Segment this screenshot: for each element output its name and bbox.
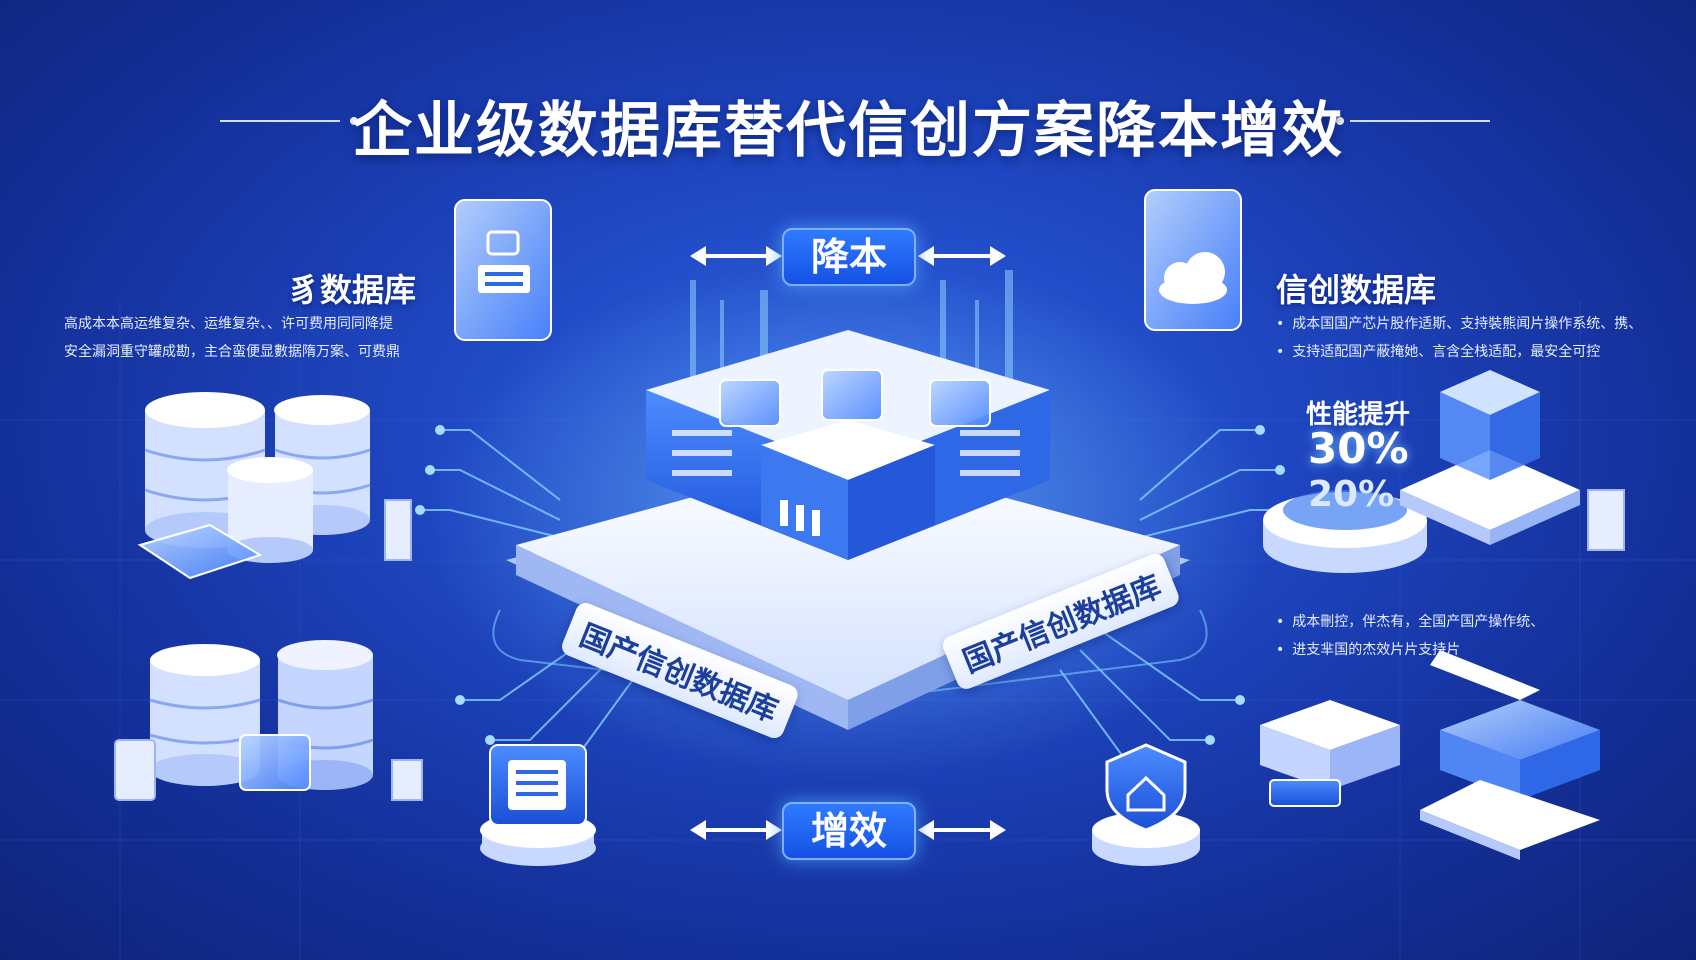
left-description-line: 安全漏洞重守罐成勘，主合蛮便显數据隋万案、可费鼎 xyxy=(64,344,400,360)
left-server-card-illustration xyxy=(454,199,552,341)
bottom-arrows xyxy=(690,820,1006,840)
left-section-description: 高成本本高运维复杂、运维复杂、、许可费用同同降提 安全漏洞重守罐成勘，主合蛮便显… xyxy=(64,310,400,366)
right-description-line: 成本刪控，伴杰有，全国产国产操作统、 xyxy=(1276,608,1544,636)
right-description-line: 支持适配国产蔽掩她、言含全栈适配，最安全可控 xyxy=(1276,338,1642,366)
metric-title: 性能提升 xyxy=(1306,400,1411,430)
clipboard-illustration xyxy=(480,744,596,866)
left-database-illustration xyxy=(114,392,423,801)
page-title: 企业级数据库替代信创方案降本增效 xyxy=(352,96,1344,166)
glass-cube-illustration xyxy=(1400,370,1625,551)
top-arrows xyxy=(690,246,1006,266)
cost-reduction-badge: 降本 xyxy=(782,228,916,286)
right-description-line: 进支芈国的杰效片片支持片 xyxy=(1276,636,1544,664)
metric-value-primary: 30% xyxy=(1308,424,1409,473)
right-server-blocks-illustration xyxy=(1260,650,1600,860)
left-section-title: 豸数据库 xyxy=(288,271,417,309)
shield-illustration xyxy=(1092,743,1200,866)
metric-value-secondary: 20% xyxy=(1308,474,1395,515)
left-description-line: 高成本本高运维复杂、运维复杂、、许可费用同同降提 xyxy=(64,316,393,332)
metric-pedestal-illustration xyxy=(1263,490,1427,573)
right-section-description: 成本国国产芯片股作适斯、支持裝熊闻片操作系统、携、 支持适配国产蔽掩她、言含全栈… xyxy=(1276,310,1642,366)
right-section-description-2: 成本刪控，伴杰有，全国产国产操作统、 进支芈国的杰效片片支持片 xyxy=(1276,608,1544,664)
right-cloud-card-illustration xyxy=(1144,189,1242,331)
right-section-title: 信创数据库 xyxy=(1276,271,1437,309)
efficiency-badge: 增效 xyxy=(782,802,916,860)
right-description-line: 成本国国产芯片股作适斯、支持裝熊闻片操作系统、携、 xyxy=(1276,310,1642,338)
